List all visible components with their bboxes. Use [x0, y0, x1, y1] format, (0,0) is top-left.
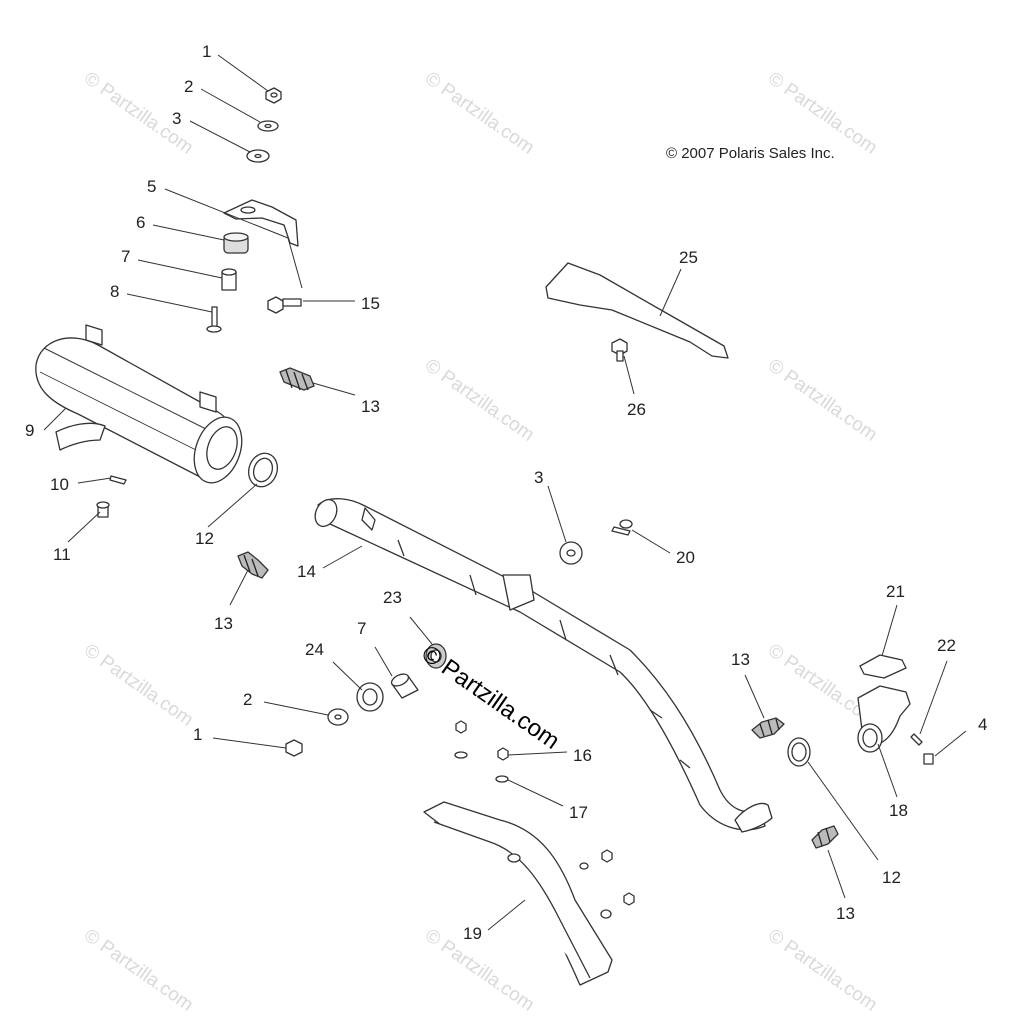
callout-label: 13 [361, 397, 380, 416]
muffler-part-9 [35, 324, 243, 484]
callout-label: 11 [53, 545, 71, 564]
spring-part-13 [237, 551, 269, 579]
callout-label: 14 [297, 562, 316, 581]
callout-label: 8 [110, 282, 119, 301]
gasket-part-12 [247, 452, 279, 488]
spacer-part-7 [390, 673, 419, 699]
callout-label: 5 [147, 177, 156, 196]
bolt-part-20 [611, 519, 633, 536]
callout-label: 1 [193, 725, 202, 744]
bolt-part-16 [455, 720, 509, 761]
callout-label: 13 [731, 650, 750, 669]
callout-label: 10 [50, 475, 69, 494]
callout-label: 9 [25, 421, 34, 440]
bolt-part-26 [611, 338, 628, 362]
callout-label: 7 [357, 619, 366, 638]
callout-label: 16 [573, 746, 592, 765]
nut-part-1 [285, 739, 303, 757]
washer-part-17 [454, 751, 509, 783]
spring-part-13 [811, 825, 839, 849]
spring-part-13 [279, 367, 315, 391]
callout-label: 22 [937, 636, 956, 655]
callout-label: 3 [172, 109, 181, 128]
plug-part-11 [96, 501, 110, 518]
callout-label: 15 [361, 294, 380, 313]
nut-part-1 [265, 87, 282, 104]
spacer-part-7 [221, 268, 237, 291]
leader-lines [43, 54, 967, 931]
callout-label: 1 [202, 42, 211, 61]
pin-part-10 [109, 475, 127, 485]
callout-label: 7 [121, 247, 130, 266]
callout-label: 13 [214, 614, 233, 633]
heat-shield-part-19 [423, 801, 613, 986]
callout-label: 25 [679, 248, 698, 267]
callout-label: 12 [195, 529, 214, 548]
spring-part-13 [751, 717, 785, 739]
copyright-notice: © 2007 Polaris Sales Inc. [666, 145, 835, 162]
callout-labels: 1 2 3 5 6 7 8 15 13 9 10 11 12 13 14 3 2… [25, 42, 987, 943]
grommet-part-23 [425, 643, 447, 669]
flange-part-18 [857, 685, 911, 753]
callout-label: 13 [836, 904, 855, 923]
head-pipe-part-14 [314, 498, 773, 833]
washer-part-24 [356, 682, 384, 712]
callout-label: 17 [569, 803, 588, 822]
gasket-part-21 [859, 654, 907, 679]
gasket-part-12 [787, 737, 811, 767]
heat-shield-part-25 [545, 262, 729, 359]
bolt-part-8 [206, 306, 222, 333]
callout-label: 2 [243, 690, 252, 709]
nut-part-19-hardware [601, 849, 635, 906]
callout-label: 12 [882, 868, 901, 887]
callout-label: 6 [136, 213, 145, 232]
callout-label: 2 [184, 77, 193, 96]
grommet-part-6 [223, 232, 249, 254]
callout-label: 3 [534, 468, 543, 487]
callout-label: 18 [889, 801, 908, 820]
callout-label: 19 [463, 924, 482, 943]
nut-part-4 [923, 753, 934, 765]
callout-label: 21 [886, 582, 905, 601]
callout-label: 23 [383, 588, 402, 607]
bolt-part-15 [267, 296, 302, 314]
callout-label: 4 [978, 715, 987, 734]
callout-label: 24 [305, 640, 324, 659]
stud-part-22 [910, 733, 923, 746]
callout-label: 26 [627, 400, 646, 419]
callout-label: 20 [676, 548, 695, 567]
